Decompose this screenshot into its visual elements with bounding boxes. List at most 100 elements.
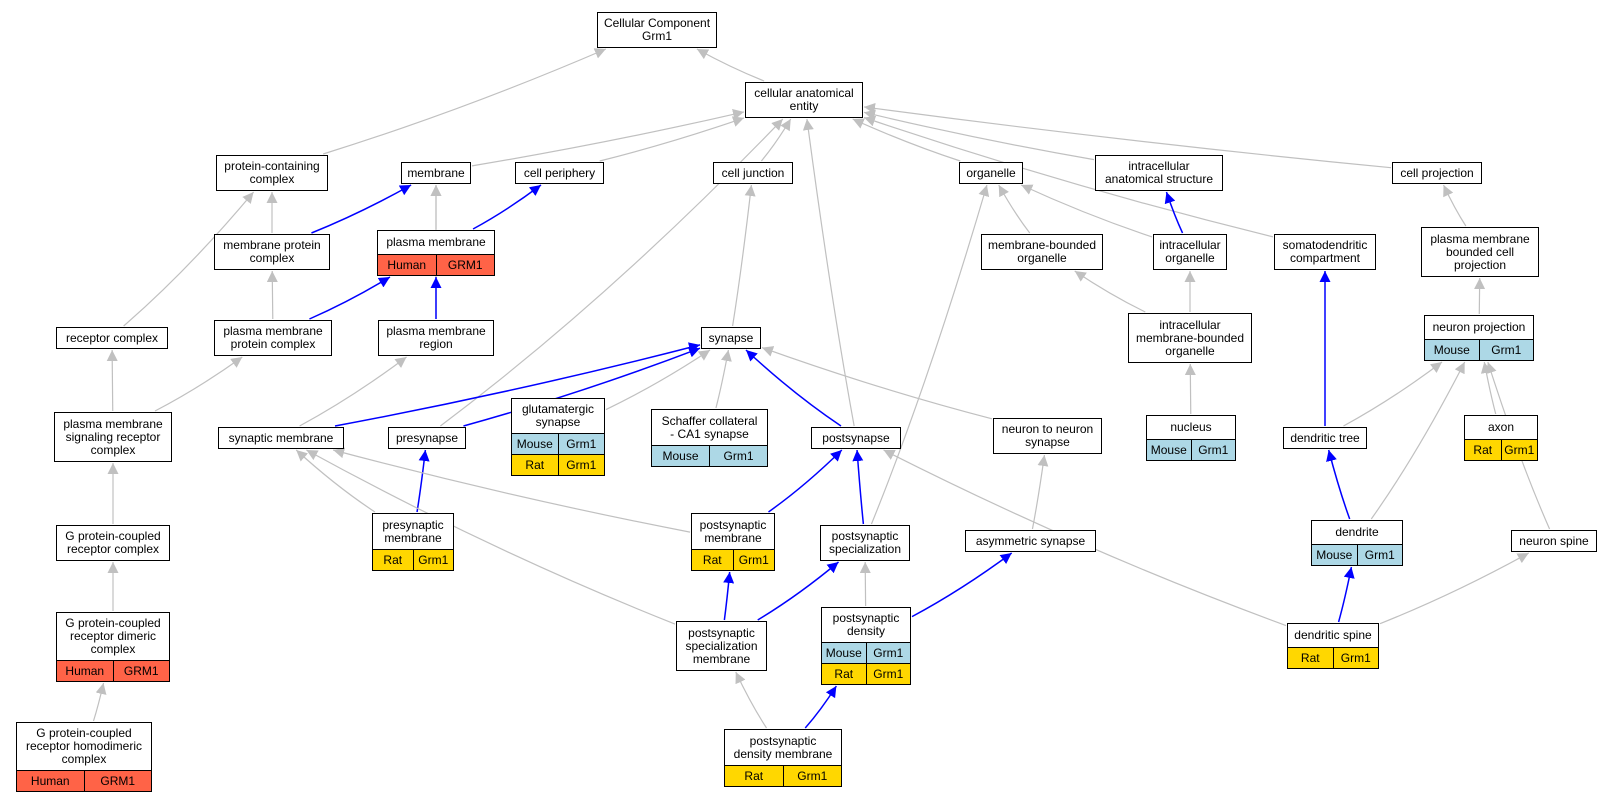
term-label: synapse xyxy=(708,330,754,345)
term-node[interactable]: presynapse xyxy=(388,427,466,449)
is-a-edge xyxy=(306,449,676,625)
term-node[interactable]: cell periphery xyxy=(515,162,604,184)
is-a-edge xyxy=(1031,454,1049,530)
term-node[interactable]: somatodendritic compartment xyxy=(1274,234,1376,270)
term-node[interactable]: plasma membrane protein complex xyxy=(214,320,332,356)
species-cell: Human xyxy=(378,255,436,275)
term-label: plasma membrane xyxy=(386,235,486,249)
term-node[interactable]: organelle xyxy=(959,162,1023,184)
term-node[interactable]: neuron spine xyxy=(1511,530,1597,552)
is-a-edge xyxy=(1074,270,1146,313)
is-a-edge xyxy=(322,48,607,155)
term-label: asymmetric synapse xyxy=(975,533,1086,548)
is-a-edge xyxy=(802,118,855,427)
term-node[interactable]: plasma membrane signaling receptor compl… xyxy=(54,412,172,462)
species-cell: Mouse xyxy=(1147,440,1191,460)
term-label: cellular anatomical entity xyxy=(754,86,854,113)
term-label: dendritic spine xyxy=(1294,628,1372,642)
term-label: synaptic membrane xyxy=(228,430,334,445)
term-node[interactable]: postsynaptic specialization xyxy=(820,525,910,561)
part-of-edge xyxy=(1164,191,1184,234)
part-of-edge xyxy=(804,685,837,729)
term-node[interactable]: dendritic tree xyxy=(1283,427,1367,449)
term-node[interactable]: synaptic membrane xyxy=(218,427,344,449)
term-node[interactable]: receptor complex xyxy=(56,327,168,349)
term-node[interactable]: plasma membrane bounded cell projection xyxy=(1421,227,1539,277)
term-label: plasma membrane bounded cell projection xyxy=(1430,231,1530,272)
part-of-edge xyxy=(1337,566,1355,623)
term-label: presynaptic membrane xyxy=(382,517,444,545)
term-node[interactable]: G protein-coupled receptor complex xyxy=(56,525,170,561)
term-node[interactable]: intracellular organelle xyxy=(1153,234,1227,270)
term-node[interactable]: cell junction xyxy=(713,162,793,184)
species-cell: Mouse xyxy=(822,643,866,663)
is-a-edge xyxy=(471,109,745,167)
term-node[interactable]: synapse xyxy=(701,327,761,349)
term-label: dendrite xyxy=(1335,525,1379,539)
term-node[interactable]: postsynaptic specialization membrane xyxy=(676,621,767,671)
term-node[interactable]: plasma membrane region xyxy=(378,320,494,356)
term-node[interactable]: neuron to neuron synapse xyxy=(993,418,1102,454)
term-node[interactable]: intracellular membrane-bounded organelle xyxy=(1128,313,1252,363)
term-label: G protein-coupled receptor homodimeric c… xyxy=(25,726,143,766)
species-cell: Rat xyxy=(373,550,413,570)
term-label: intracellular organelle xyxy=(1159,238,1221,265)
is-a-edge xyxy=(998,184,1031,234)
gene-cell: Grm1 xyxy=(709,446,767,466)
is-a-edge xyxy=(852,118,961,162)
term-label: plasma membrane protein complex xyxy=(223,324,323,351)
is-a-edge xyxy=(863,102,1392,169)
is-a-edge xyxy=(106,349,118,412)
term-node[interactable]: G protein-coupled receptor dimeric compl… xyxy=(56,612,170,682)
gene-cell: Grm1 xyxy=(782,766,841,786)
part-of-edge xyxy=(311,184,412,234)
term-node[interactable]: intracellular anatomical structure xyxy=(1095,155,1223,191)
term-node[interactable]: Cellular Component Grm1 xyxy=(597,12,717,48)
term-node[interactable]: G protein-coupled receptor homodimeric c… xyxy=(16,722,152,792)
term-node[interactable]: protein-containing complex xyxy=(216,155,328,191)
term-node[interactable]: membrane xyxy=(401,162,471,184)
part-of-edge xyxy=(1326,449,1351,520)
term-node[interactable]: postsynapse xyxy=(811,427,901,449)
is-a-edge xyxy=(1184,363,1196,415)
term-node[interactable]: cellular anatomical entity xyxy=(745,82,863,118)
term-label: neuron projection xyxy=(1432,320,1526,334)
term-node[interactable]: membrane protein complex xyxy=(214,234,330,270)
term-node[interactable]: membrane-bounded organelle xyxy=(981,234,1103,270)
species-cell: Mouse xyxy=(652,446,709,466)
term-label: plasma membrane signaling receptor compl… xyxy=(63,416,163,457)
is-a-edge xyxy=(1442,184,1467,227)
is-a-edge xyxy=(266,270,278,320)
term-node[interactable]: cell projection xyxy=(1392,162,1482,184)
term-label: postsynaptic specialization xyxy=(828,529,902,556)
species-cell: Rat xyxy=(725,766,783,786)
term-label: membrane xyxy=(407,165,465,180)
term-label: protein-containing complex xyxy=(224,159,320,186)
term-node[interactable]: asymmetric synapse xyxy=(965,530,1096,552)
is-a-edge xyxy=(1379,552,1530,625)
term-label: nucleus xyxy=(1170,420,1212,434)
species-cell: Rat xyxy=(512,455,558,475)
is-a-edge xyxy=(696,48,765,82)
species-cell: Mouse xyxy=(512,434,558,454)
term-label: membrane-bounded organelle xyxy=(987,238,1097,265)
